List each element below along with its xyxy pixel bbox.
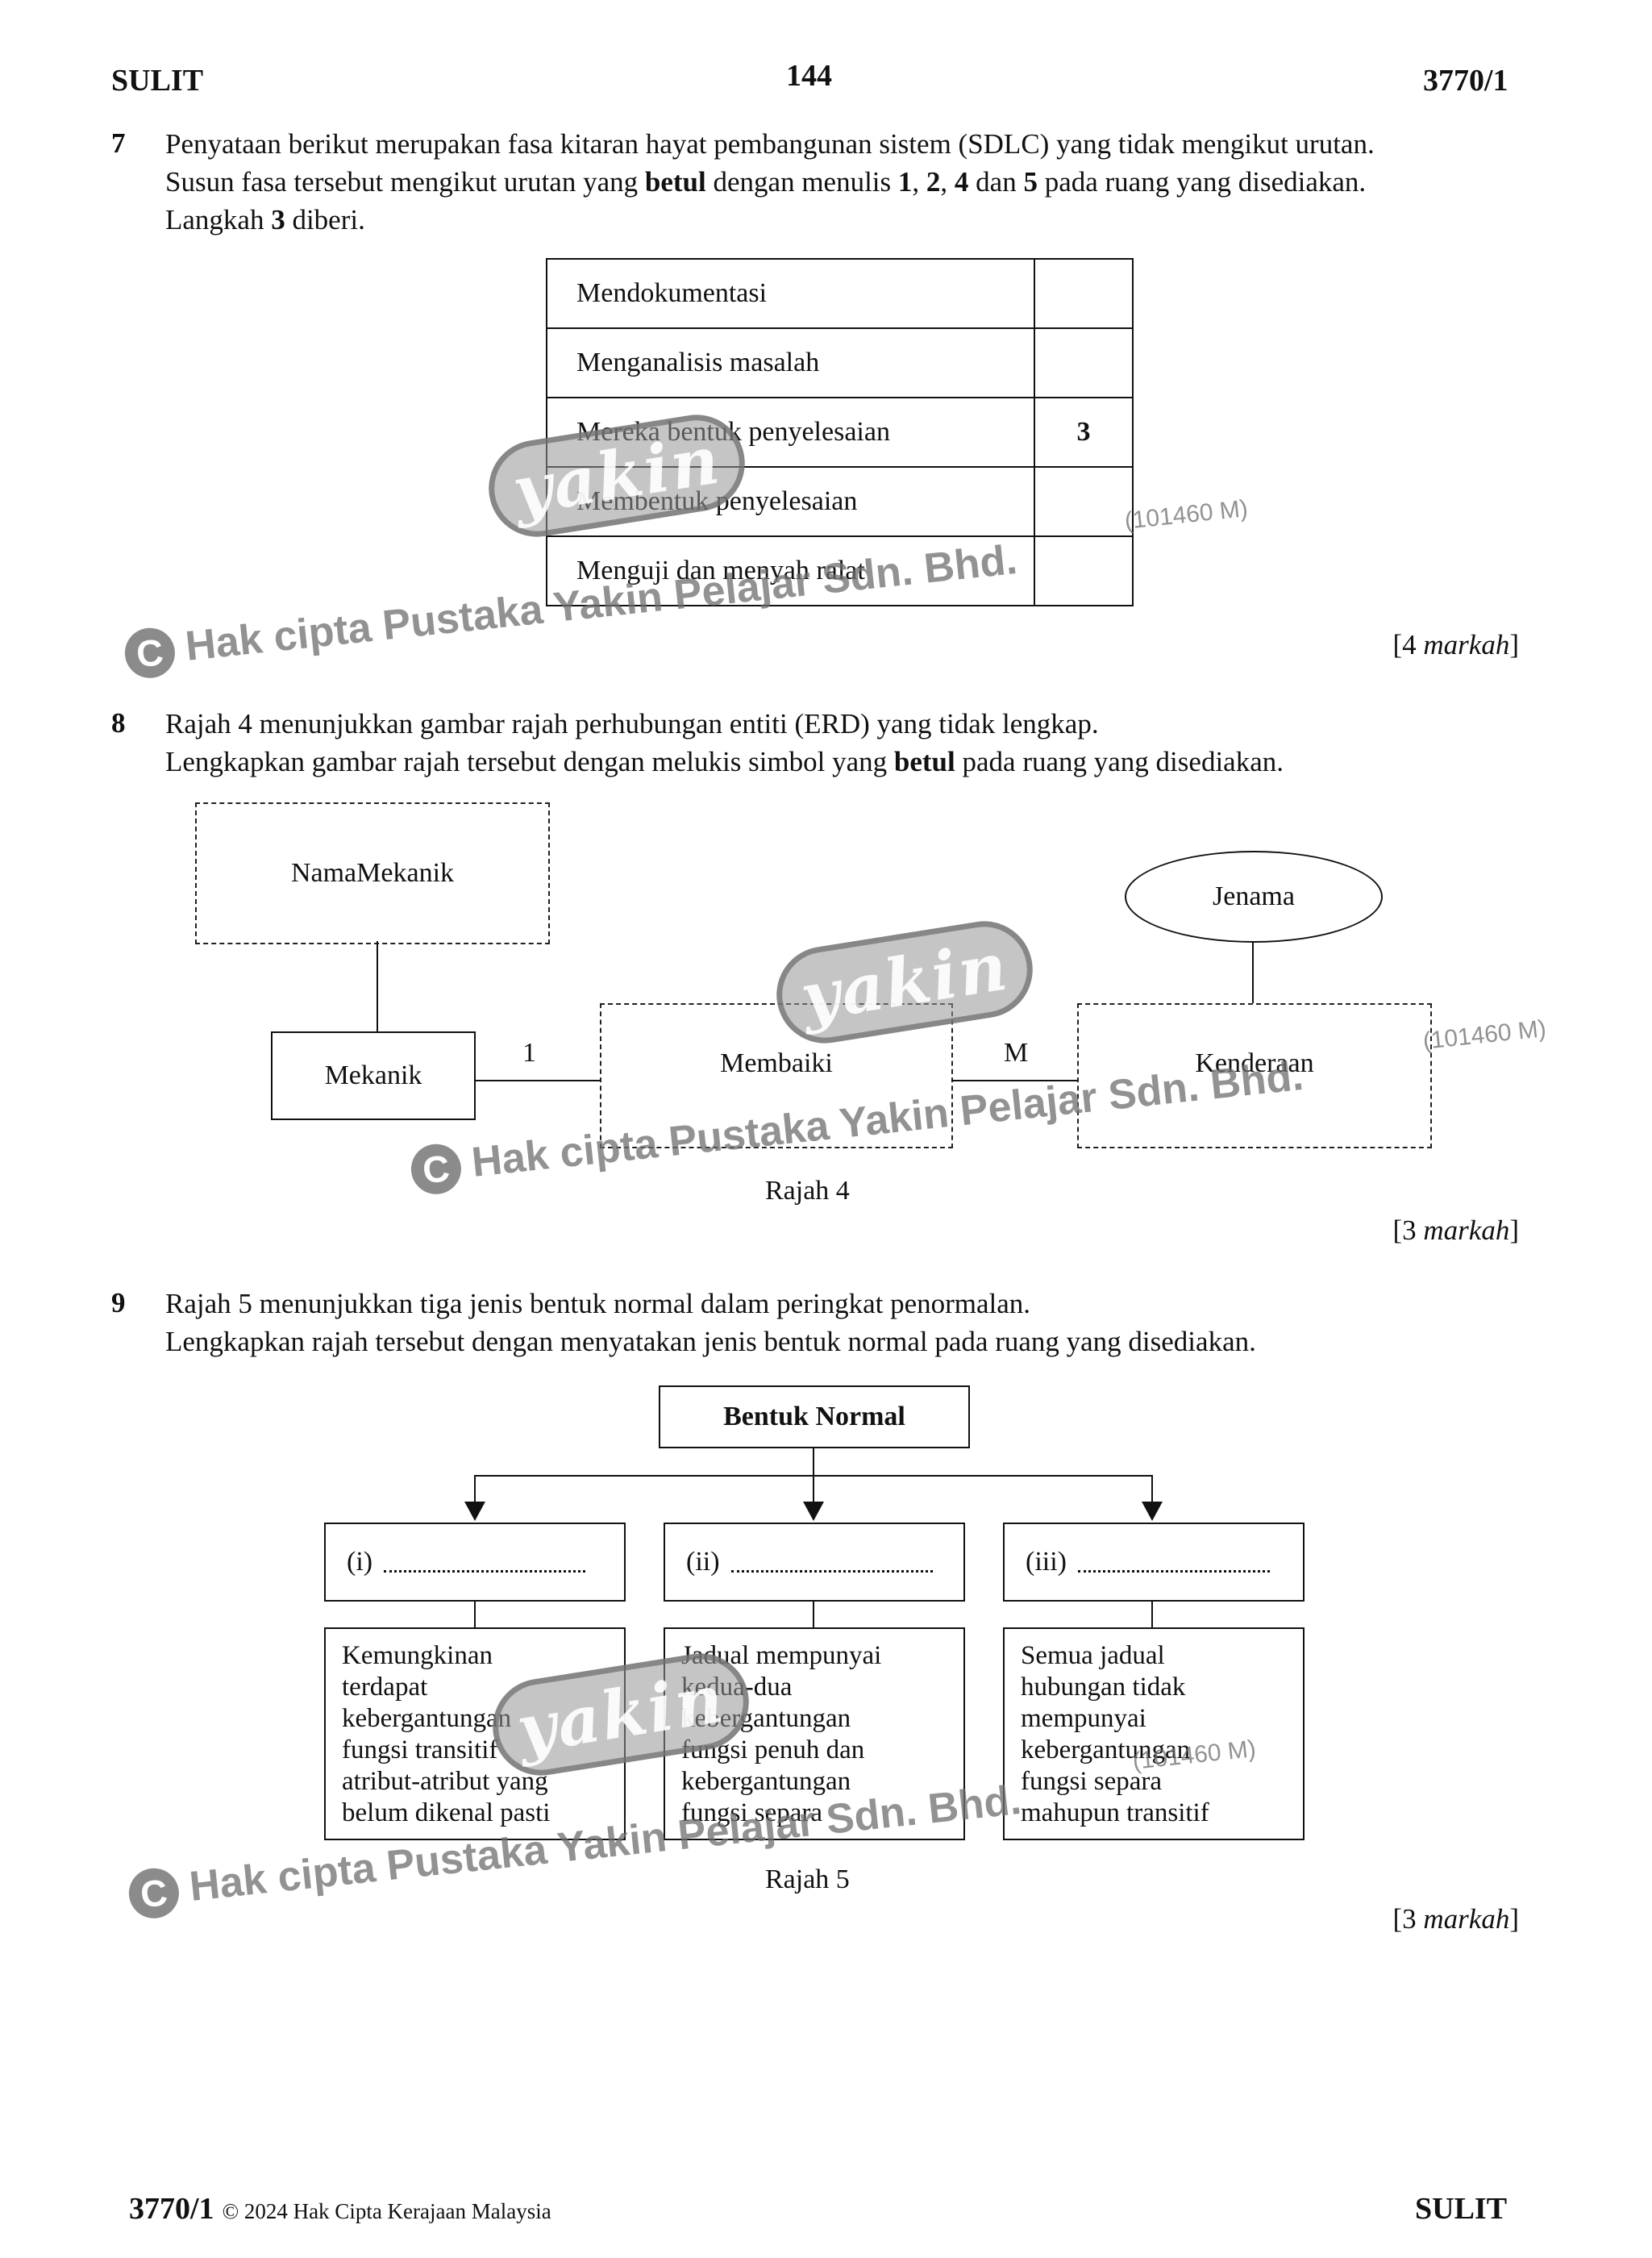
connector-line bbox=[474, 1475, 476, 1509]
description-line: mempunyai bbox=[1021, 1704, 1146, 1733]
q7-line1: Penyataan berikut merupakan fasa kitaran… bbox=[165, 128, 1375, 160]
table-row: Mendokumentasi bbox=[546, 258, 1134, 329]
description-box-i: Kemungkinan terdapat kebergantungan fung… bbox=[324, 1627, 626, 1840]
yakin-watermark-logo: yakin bbox=[769, 914, 1040, 1051]
page-number: 144 bbox=[786, 59, 832, 93]
connector-line bbox=[951, 1080, 1077, 1081]
sdlc-phase: Mereka bentuk penyelesaian bbox=[546, 397, 1035, 468]
description-line: terdapat bbox=[342, 1673, 428, 1702]
answer-box-i[interactable]: (i) bbox=[324, 1523, 626, 1602]
q7-line2: Susun fasa tersebut mengikut urutan yang… bbox=[165, 166, 1367, 198]
question-9-number: 9 bbox=[111, 1287, 126, 1319]
q7-marks: [4 markah] bbox=[1392, 629, 1520, 660]
normal-form-root: Bentuk Normal bbox=[659, 1385, 970, 1448]
entity-kenderaan-box[interactable]: Kenderaan bbox=[1077, 1003, 1432, 1148]
table-row: Menganalisis masalah bbox=[546, 327, 1134, 398]
footer-sulit: SULIT bbox=[1415, 2192, 1508, 2226]
description-line: Semua jadual bbox=[1021, 1641, 1165, 1670]
sdlc-phase: Menganalisis masalah bbox=[546, 327, 1035, 398]
cardinality-one: 1 bbox=[522, 1038, 536, 1068]
connector-line bbox=[474, 1080, 600, 1081]
connector-line bbox=[1151, 1475, 1153, 1509]
attribute-jenama-label: Jenama bbox=[1213, 881, 1295, 911]
q7-line3: Langkah 3 diberi. bbox=[165, 204, 365, 235]
description-line: hubungan tidak bbox=[1021, 1673, 1186, 1702]
q9-line1: Rajah 5 menunjukkan tiga jenis bentuk no… bbox=[165, 1288, 1031, 1319]
connector-line bbox=[1151, 1600, 1153, 1627]
question-7-number: 7 bbox=[111, 127, 126, 159]
attribute-namamekanik-box[interactable]: NamaMekanik bbox=[195, 802, 550, 944]
question-9-text: Rajah 5 menunjukkan tiga jenis bentuk no… bbox=[165, 1285, 1520, 1360]
attribute-namamekanik-label: NamaMekanik bbox=[290, 858, 455, 888]
answer-dotted-line[interactable] bbox=[384, 1552, 586, 1573]
relationship-membaiki-box[interactable]: Membaiki bbox=[600, 1003, 953, 1148]
connector-line bbox=[813, 1447, 814, 1476]
attribute-jenama: Jenama bbox=[1125, 851, 1383, 943]
registration-watermark: (101460 M) bbox=[1421, 1015, 1548, 1055]
answer-label-i: (i) bbox=[347, 1547, 373, 1577]
figure-caption: Rajah 4 bbox=[765, 1176, 850, 1206]
q9-line2: Lengkapkan rajah tersebut dengan menyata… bbox=[165, 1326, 1256, 1357]
question-7-text: Penyataan berikut merupakan fasa kitaran… bbox=[165, 125, 1520, 239]
figure-caption: Rajah 5 bbox=[765, 1864, 850, 1894]
sdlc-answer-box[interactable] bbox=[1034, 466, 1134, 537]
cardinality-many: M bbox=[1004, 1038, 1029, 1068]
connector-line bbox=[1252, 941, 1254, 1003]
question-8-number: 8 bbox=[111, 707, 126, 739]
description-box-iii: Semua jadual hubungan tidak mempunyai ke… bbox=[1003, 1627, 1305, 1840]
entity-kenderaan-label: Kenderaan bbox=[1195, 1048, 1314, 1078]
arrow-down-icon bbox=[464, 1502, 485, 1521]
description-line: mahupun transitif bbox=[1021, 1798, 1209, 1827]
q8-line1: Rajah 4 menunjukkan gambar rajah perhubu… bbox=[165, 708, 1099, 739]
footer-copyright: © 2024 Hak Cipta Kerajaan Malaysia bbox=[222, 2199, 551, 2223]
sdlc-table: Mendokumentasi Menganalisis masalah Mere… bbox=[546, 258, 1134, 606]
arrow-down-icon bbox=[1142, 1502, 1163, 1521]
description-line: fungsi separa bbox=[1021, 1767, 1163, 1796]
normal-form-root-label: Bentuk Normal bbox=[723, 1402, 905, 1431]
connector-line bbox=[377, 941, 378, 1031]
answer-box-iii[interactable]: (iii) bbox=[1003, 1523, 1305, 1602]
sdlc-answer-box: 3 bbox=[1034, 397, 1134, 468]
footer-paper-code: 3770/1 bbox=[129, 2192, 214, 2226]
answer-label-iii: (iii) bbox=[1026, 1547, 1067, 1577]
table-row: Menguji dan menyah ralat bbox=[546, 535, 1134, 606]
description-line: kebergantungan bbox=[681, 1767, 851, 1796]
answer-box-ii[interactable]: (ii) bbox=[664, 1523, 965, 1602]
sdlc-phase: Menguji dan menyah ralat bbox=[546, 535, 1035, 606]
description-line: kebergantungan bbox=[1021, 1735, 1191, 1764]
q8-line2: Lengkapkan gambar rajah tersebut dengan … bbox=[165, 746, 1284, 777]
entity-mekanik-label: Mekanik bbox=[324, 1060, 422, 1090]
sdlc-answer-box[interactable] bbox=[1034, 258, 1134, 329]
description-line: belum dikenal pasti bbox=[342, 1798, 551, 1827]
registration-watermark: (101460 M) bbox=[1123, 495, 1250, 535]
description-line: atribut-atribut yang bbox=[342, 1767, 548, 1796]
sdlc-answer-box[interactable] bbox=[1034, 327, 1134, 398]
connector-line bbox=[474, 1600, 476, 1627]
description-line: Kemungkinan bbox=[342, 1641, 493, 1670]
header-sulit: SULIT bbox=[111, 64, 204, 98]
connector-line bbox=[813, 1475, 814, 1509]
answer-dotted-line[interactable] bbox=[1077, 1552, 1270, 1573]
question-8-text: Rajah 4 menunjukkan gambar rajah perhubu… bbox=[165, 705, 1520, 781]
answer-dotted-line[interactable] bbox=[730, 1552, 933, 1573]
sdlc-answer-box[interactable] bbox=[1034, 535, 1134, 606]
connector-line bbox=[813, 1600, 814, 1627]
q9-marks: [3 markah] bbox=[1392, 1903, 1520, 1935]
answer-label-ii: (ii) bbox=[686, 1547, 720, 1577]
entity-mekanik: Mekanik bbox=[271, 1031, 476, 1120]
header-paper-code: 3770/1 bbox=[1423, 64, 1508, 98]
arrow-down-icon bbox=[803, 1502, 824, 1521]
description-line: fungsi transitif bbox=[342, 1735, 498, 1764]
q8-marks: [3 markah] bbox=[1392, 1214, 1520, 1246]
description-line: fungsi separa bbox=[681, 1798, 823, 1827]
description-line: kebergantungan bbox=[342, 1704, 512, 1733]
relationship-membaiki-label: Membaiki bbox=[720, 1048, 833, 1078]
sdlc-phase: Mendokumentasi bbox=[546, 258, 1035, 329]
footer-left: 3770/1 © 2024 Hak Cipta Kerajaan Malaysi… bbox=[129, 2191, 551, 2227]
